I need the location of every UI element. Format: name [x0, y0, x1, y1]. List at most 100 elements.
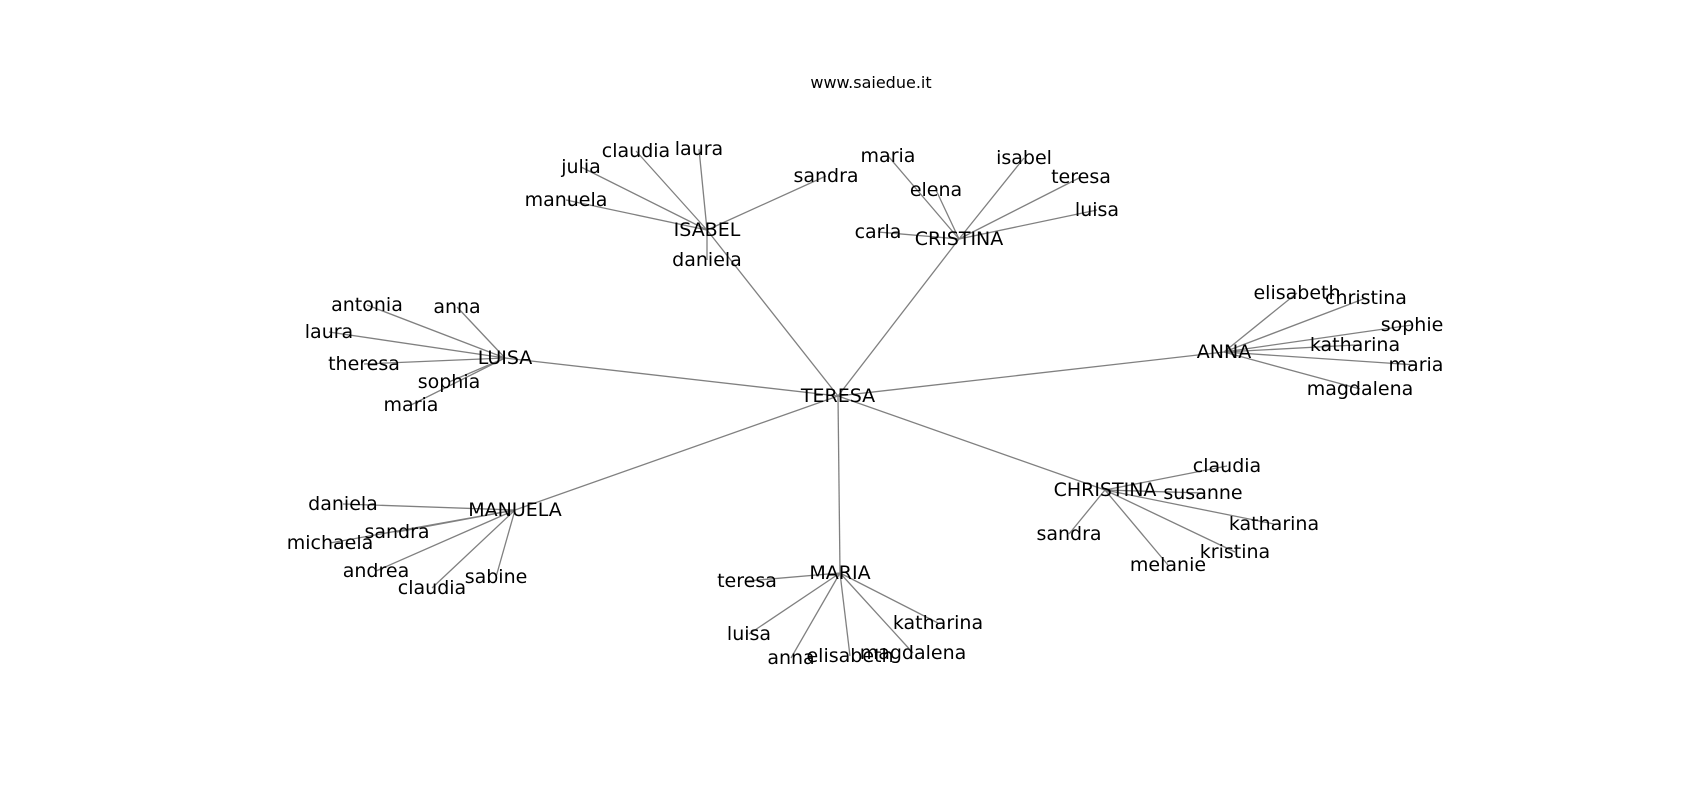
leaf-node-label: michaela	[287, 532, 374, 554]
edge-anna-christina	[1223, 297, 1367, 353]
group-node-label: MANUELA	[468, 499, 562, 521]
edge-christina-melanie	[1104, 489, 1169, 566]
edge-layer	[328, 148, 1417, 659]
leaf-node-label: claudia	[1193, 455, 1261, 477]
leaf-node-label: sophie	[1381, 314, 1444, 336]
edge-cristina-maria	[887, 155, 960, 240]
leaf-node-label: maria	[384, 394, 439, 416]
leaf-node-label: daniela	[308, 493, 378, 515]
edge-anna-elisabeth	[1223, 292, 1298, 353]
leaf-node-label: luisa	[727, 623, 771, 645]
leaf-node-label: teresa	[1051, 166, 1111, 188]
group-node-label: ISABEL	[674, 219, 741, 241]
edge-cristina-carla	[877, 231, 960, 240]
edge-cristina-isabel	[958, 157, 1025, 240]
leaf-node-label: magdalena	[860, 642, 967, 664]
edge-luisa-theresa	[363, 357, 506, 365]
leaf-node-label: claudia	[398, 577, 466, 599]
edge-isabel-laura	[698, 148, 708, 231]
leaf-node-label: sandra	[793, 165, 858, 187]
edge-root-christina	[837, 395, 1106, 491]
leaf-node-label: manuela	[525, 189, 608, 211]
leaf-node-label: julia	[560, 156, 601, 178]
edge-maria-luisa	[748, 572, 841, 635]
leaf-node-label: elisabeth	[1253, 282, 1340, 304]
edge-christina-claudia	[1104, 465, 1228, 491]
edge-anna-katharina	[1223, 344, 1356, 353]
leaf-node-label: susanne	[1163, 482, 1242, 504]
edge-christina-kristina	[1104, 489, 1236, 553]
edge-root-luisa	[504, 357, 839, 397]
edge-isabel-sandra	[706, 175, 827, 231]
leaf-node-label: maria	[1389, 354, 1444, 376]
edge-root-manuela	[514, 395, 839, 511]
edge-manuela-sabine	[495, 509, 516, 578]
edge-root-isabel	[706, 229, 839, 397]
leaf-node-label: katharina	[893, 612, 983, 634]
edge-maria-katharina	[839, 572, 939, 624]
leaf-node-label: christina	[1325, 287, 1407, 309]
leaf-node-label: isabel	[996, 147, 1052, 169]
leaf-node-label: elena	[910, 179, 962, 201]
leaf-node-label: luisa	[1075, 199, 1119, 221]
group-node-label: CHRISTINA	[1054, 479, 1157, 501]
edge-isabel-claudia	[635, 150, 708, 231]
leaf-node-label: sabine	[465, 566, 528, 588]
edge-root-cristina	[837, 238, 960, 397]
edge-cristina-teresa	[958, 176, 1082, 240]
leaf-node-label: sandra	[364, 521, 429, 543]
edge-manuela-daniela	[342, 503, 516, 511]
leaf-node-label: kristina	[1200, 541, 1270, 563]
edge-maria-anna	[790, 572, 841, 659]
edge-anna-maria	[1223, 351, 1417, 366]
leaf-node-label: antonia	[331, 294, 403, 316]
edge-manuela-claudia	[431, 509, 516, 589]
leaf-node-label: sandra	[1036, 523, 1101, 545]
leaf-node-label: magdalena	[1307, 378, 1414, 400]
group-node-label: CRISTINA	[915, 228, 1004, 250]
edge-anna-magdalena	[1223, 351, 1361, 390]
edge-luisa-maria	[410, 357, 506, 406]
edge-manuela-michaela	[329, 509, 516, 544]
edge-christina-katharina	[1104, 489, 1275, 525]
leaf-node-label: theresa	[328, 353, 400, 375]
edge-maria-elisabeth	[839, 572, 851, 657]
edge-maria-magdalena	[839, 572, 914, 654]
leaf-node-label: laura	[675, 138, 723, 160]
edge-luisa-antonia	[366, 304, 506, 359]
leaf-node-label: melanie	[1130, 554, 1206, 576]
leaf-node-label: elisabeth	[806, 645, 893, 667]
leaf-node-label: andrea	[343, 560, 409, 582]
leaf-node-label: carla	[855, 221, 902, 243]
leaf-node-label: katharina	[1229, 513, 1319, 535]
edge-root-anna	[837, 351, 1225, 397]
leaf-node-label: anna	[433, 296, 480, 318]
edge-cristina-elena	[935, 189, 960, 240]
edge-maria-teresa	[746, 572, 841, 582]
group-node-label: MARIA	[809, 562, 870, 584]
leaf-node-label: sophia	[418, 371, 481, 393]
leaf-node-label: laura	[305, 321, 353, 343]
edge-luisa-anna	[456, 306, 506, 359]
root-node-label: TERESA	[800, 385, 875, 407]
edge-luisa-laura	[328, 331, 506, 359]
edge-cristina-luisa	[958, 209, 1098, 240]
diagram-title: www.saiedue.it	[810, 73, 931, 92]
leaf-node-label: katharina	[1310, 334, 1400, 356]
leaf-node-label: maria	[861, 145, 916, 167]
group-node-label: LUISA	[478, 347, 533, 369]
edge-manuela-andrea	[375, 509, 516, 572]
edge-isabel-julia	[580, 166, 708, 231]
leaf-node-label: daniela	[672, 249, 742, 271]
leaf-node-label: teresa	[717, 570, 777, 592]
edge-christina-susanne	[1104, 489, 1204, 494]
leaf-node-label: claudia	[602, 140, 670, 162]
edge-root-maria	[837, 395, 841, 574]
group-node-label: ANNA	[1197, 341, 1251, 363]
leaf-node-label: anna	[767, 647, 814, 669]
edge-anna-sophie	[1223, 324, 1413, 353]
edge-isabel-manuela	[565, 199, 708, 231]
edge-christina-sandra	[1068, 489, 1106, 535]
